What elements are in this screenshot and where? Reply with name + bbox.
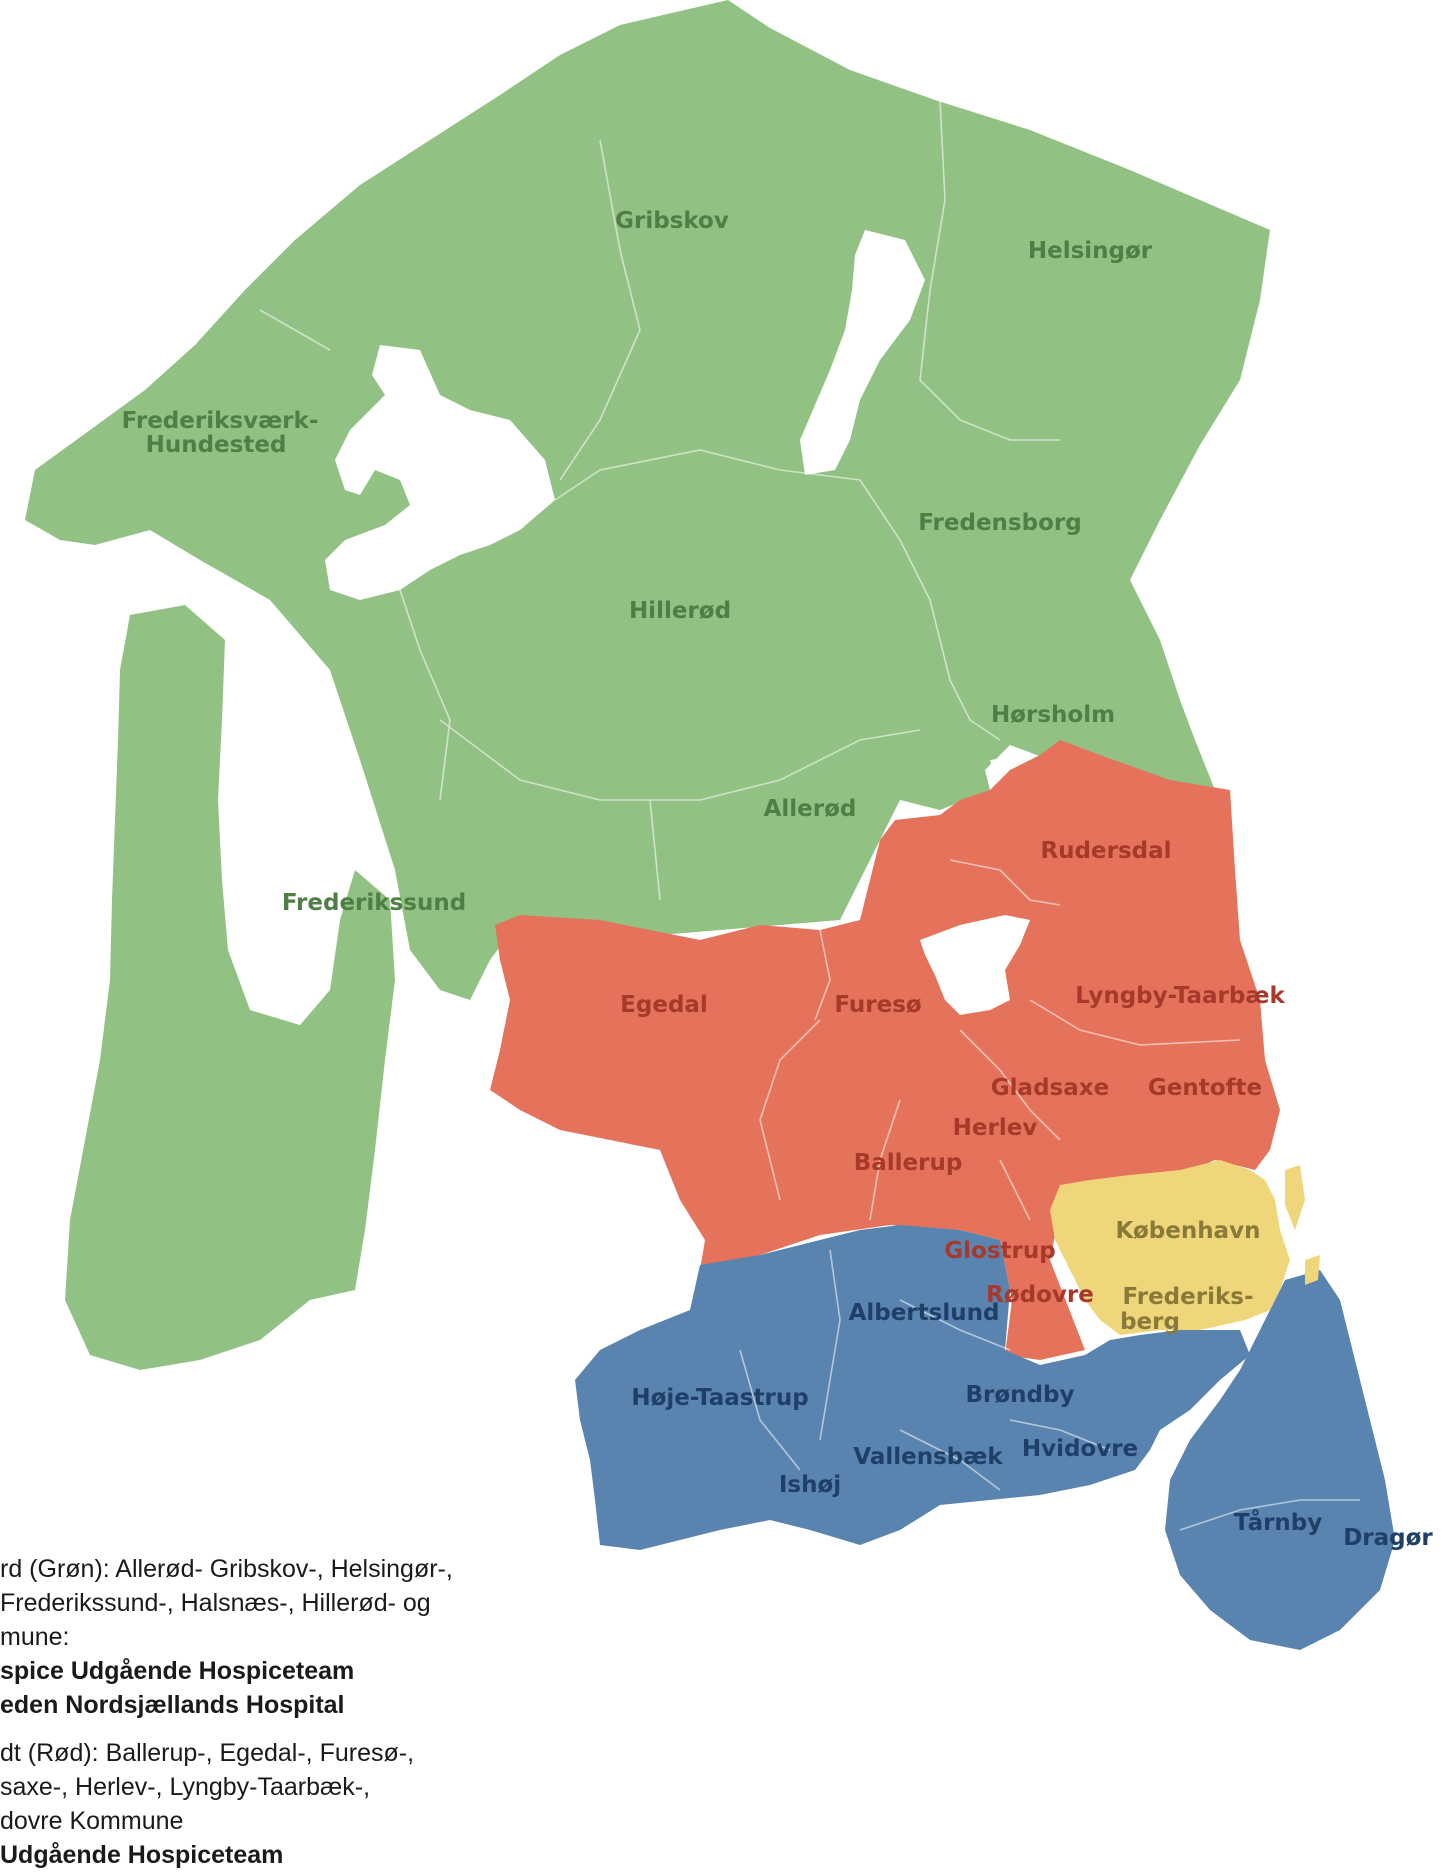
- legend-line: dt (Rød): Ballerup-, Egedal-, Furesø-,: [0, 1739, 415, 1767]
- legend-line: Udgående Hospiceteam: [0, 1841, 284, 1869]
- south-borders: [739, 1249, 1360, 1531]
- north-area-main[interactable]: [25, 0, 1270, 1000]
- municipality-label: Ishøj: [779, 1472, 841, 1498]
- esrum-lake: [800, 230, 925, 475]
- north-borders: [259, 99, 1060, 901]
- furesoe-lake: [920, 915, 1030, 1015]
- south-region: [575, 1225, 1395, 1650]
- municipality-label: Helsingør: [1028, 238, 1153, 264]
- arreso-lake: [325, 345, 555, 600]
- legend-spacer: [0, 1722, 560, 1736]
- municipality-label: Egedal: [620, 992, 708, 1018]
- municipality-label: Fredensborg: [918, 510, 1081, 536]
- city-area[interactable]: [1050, 1160, 1290, 1335]
- legend-line: dovre Kommune: [0, 1807, 184, 1835]
- municipality-label: Høje-Taastrup: [631, 1385, 808, 1411]
- legend-line: Frederikssund-, Halsnæs-, Hillerød- og: [0, 1589, 431, 1617]
- north-region: [25, 0, 1270, 1370]
- municipality-label: Brøndby: [966, 1382, 1075, 1408]
- amager-island[interactable]: [1165, 1270, 1395, 1650]
- legend: rd (Grøn): Allerød- Gribskov-, Helsingør…: [0, 1552, 560, 1872]
- mid-borders: [759, 859, 1241, 1221]
- harbour-pier: [1285, 1165, 1320, 1285]
- municipality-label: Frederiksværk-: [122, 408, 319, 434]
- municipality-label: Frederikssund: [282, 890, 466, 916]
- municipality-label: Furesø: [834, 992, 921, 1018]
- legend-line: mune:: [0, 1623, 70, 1651]
- municipality-label: København: [1116, 1218, 1261, 1244]
- municipality-label: Dragør: [1343, 1525, 1433, 1551]
- municipality-label: Rudersdal: [1040, 838, 1171, 864]
- municipality-label: berg: [1120, 1309, 1180, 1335]
- region-map: GribskovHelsingørFrederiksværk-Hundested…: [25, 0, 1434, 1650]
- municipality-label: Vallensbæk: [853, 1444, 1003, 1470]
- municipality-label: Tårnby: [1234, 1509, 1323, 1536]
- municipality-label: Gribskov: [615, 208, 729, 234]
- mid-area[interactable]: [490, 740, 1280, 1360]
- municipality-label: Allerød: [764, 796, 857, 822]
- map-labels: GribskovHelsingørFrederiksværk-Hundested…: [122, 208, 1434, 1551]
- legend-line: spice Udgående Hospiceteam: [0, 1657, 355, 1685]
- municipality-label: Frederiks-: [1122, 1284, 1253, 1310]
- municipality-label: Hørsholm: [991, 702, 1115, 728]
- legend-line: eden Nordsjællands Hospital: [0, 1691, 345, 1719]
- municipality-label: Hundested: [146, 432, 287, 458]
- municipality-label: Glostrup: [944, 1238, 1055, 1264]
- mid-region: [490, 740, 1280, 1360]
- municipality-label: Lyngby-Taarbæk: [1075, 983, 1285, 1009]
- frederikssund-peninsula[interactable]: [65, 605, 395, 1370]
- municipality-label: Albertslund: [849, 1300, 1000, 1326]
- city-region: [1050, 1160, 1320, 1335]
- municipality-label: Ballerup: [854, 1150, 963, 1176]
- legend-line: rd (Grøn): Allerød- Gribskov-, Helsingør…: [0, 1555, 453, 1583]
- municipality-label: Gentofte: [1148, 1075, 1262, 1101]
- municipality-label: Herlev: [953, 1115, 1038, 1141]
- municipality-label: Gladsaxe: [991, 1075, 1109, 1101]
- municipality-label: Hvidovre: [1022, 1436, 1138, 1462]
- municipality-label: Rødovre: [986, 1282, 1094, 1308]
- south-area-mainland[interactable]: [575, 1225, 1250, 1550]
- municipality-label: Hillerød: [629, 598, 731, 624]
- legend-line: saxe-, Herlev-, Lyngby-Taarbæk-,: [0, 1773, 371, 1801]
